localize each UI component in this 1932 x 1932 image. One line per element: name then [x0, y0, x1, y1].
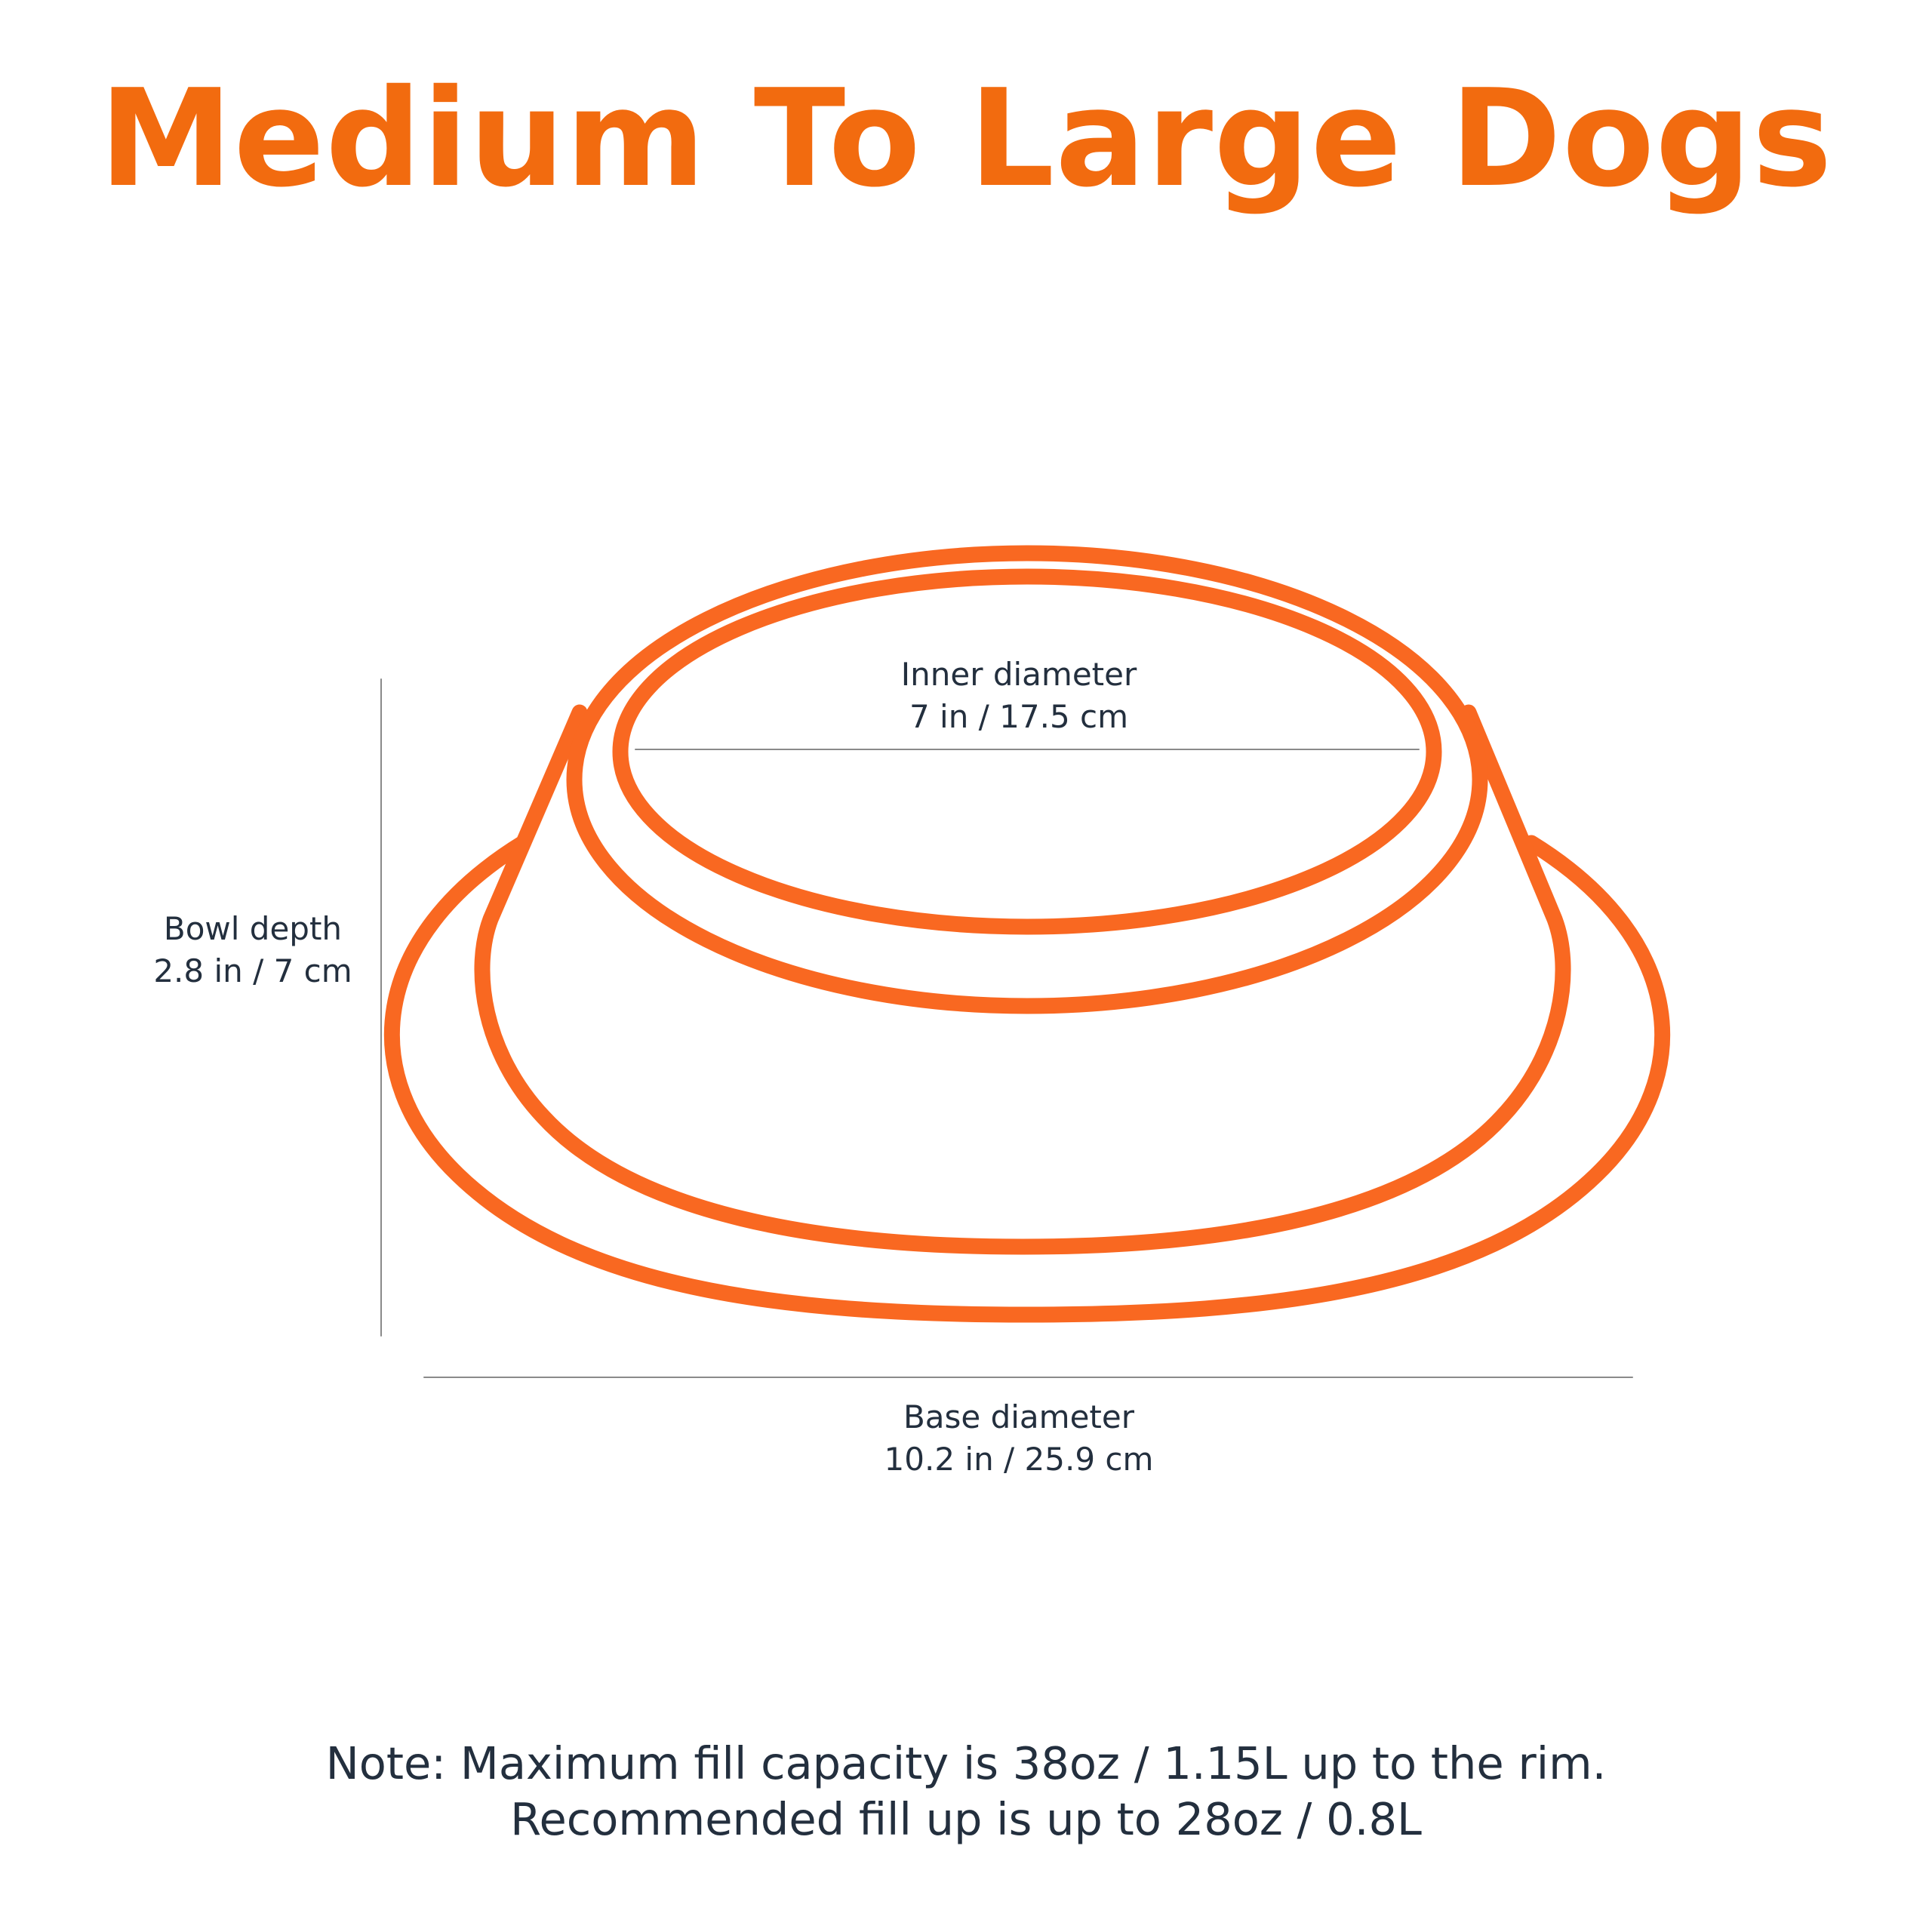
capacity-note-line-2: Recommended fill up is up to 28oz / 0.8L: [510, 1793, 1422, 1845]
bowl-body-outline: [474, 704, 1571, 1255]
bowl-base-outline: [384, 835, 1670, 1323]
bowl-rim-inner: [612, 568, 1442, 935]
base-diameter-title: Base diameter: [903, 1398, 1135, 1435]
capacity-note: Note: Maximum fill capacity is 38oz / 1.…: [0, 1736, 1932, 1847]
bowl-depth-value: 2.8 in / 7 cm: [153, 952, 352, 989]
base-diameter-value: 10.2 in / 25.9 cm: [884, 1441, 1154, 1478]
base-diameter-label: Base diameter 10.2 in / 25.9 cm: [830, 1396, 1208, 1481]
bowl-depth-label: Bowl depth 2.8 in / 7 cm: [113, 908, 392, 992]
inner-diameter-value: 7 in / 17.5 cm: [909, 698, 1129, 735]
bowl-rim-outer: [566, 545, 1488, 1014]
bowl-depth-title: Bowl depth: [163, 910, 343, 947]
page-title: Medium To Large Dogs: [99, 60, 1833, 217]
inner-diameter-label: Inner diameter 7 in / 17.5 cm: [830, 654, 1208, 738]
inner-diameter-title: Inner diameter: [900, 656, 1137, 693]
capacity-note-line-1: Note: Maximum fill capacity is 38oz / 1.…: [325, 1737, 1607, 1789]
